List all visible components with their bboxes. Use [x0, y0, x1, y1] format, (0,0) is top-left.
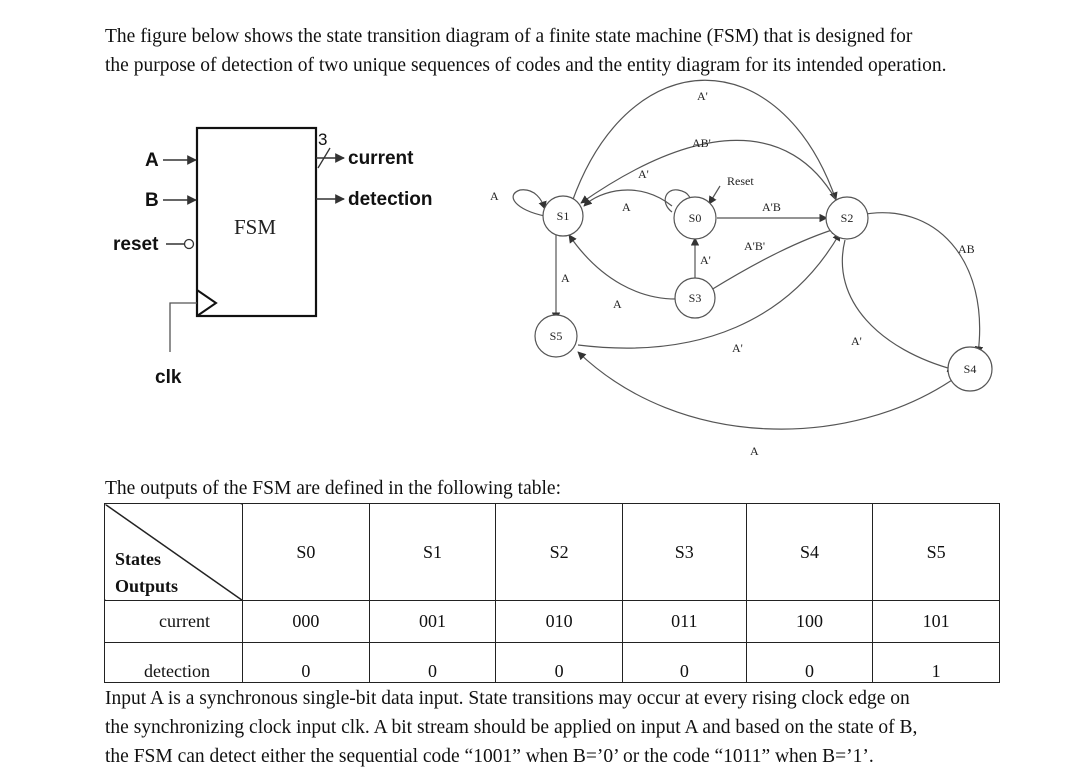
- intro-line-1: The figure below shows the state transit…: [105, 26, 913, 47]
- header-state-s2: S2: [495, 503, 623, 601]
- row-label-detection: detection: [104, 642, 243, 683]
- label-reset: Reset: [727, 174, 754, 188]
- state-labels: S1 S0 S2 S3 S5 S4: [550, 209, 977, 376]
- state-diagram: [512, 79, 993, 430]
- input-reset-label: reset: [113, 234, 159, 255]
- label-s0-s1: A': [638, 167, 649, 181]
- transition-s5-s2: [577, 232, 841, 349]
- bus-slash: [317, 147, 331, 169]
- cell-current-s5: 101: [872, 600, 1000, 643]
- bus-width-label: 3: [318, 130, 327, 149]
- transition-s1-s2-top: [571, 79, 838, 203]
- table-header-row: States Outputs S0 S1 S2 S3 S4 S5: [104, 503, 1000, 601]
- input-a-label: A: [145, 150, 159, 171]
- transition-s2-s4-lower: [841, 239, 956, 373]
- corner-outputs-label: Outputs: [115, 576, 179, 596]
- outro-line-1: Input A is a synchronous single-bit data…: [105, 688, 910, 709]
- transition-s2-s4: [859, 212, 984, 355]
- label-s2-s1: AB': [692, 136, 711, 150]
- table-caption: The outputs of the FSM are defined in th…: [105, 478, 561, 499]
- cell-detection-s5: 1: [872, 642, 1000, 683]
- reset-arrow: [708, 185, 721, 205]
- state-s5: [534, 314, 578, 358]
- cell-detection-s2: 0: [495, 642, 623, 683]
- state-label-s3: S3: [689, 291, 702, 305]
- state-label-s4: S4: [964, 362, 977, 376]
- state-label-s0: S0: [689, 211, 702, 225]
- transition-labels: A' AB' A' A A Reset A'B A'B' A' A A A' A…: [490, 89, 975, 458]
- cell-detection-s3: 0: [621, 642, 747, 683]
- corner-states-label: States: [115, 549, 161, 569]
- transition-s3-s2: [710, 226, 839, 291]
- transition-s4-s5: [577, 351, 956, 430]
- state-s4: [947, 346, 993, 392]
- outro-paragraph: Input A is a synchronous single-bit data…: [105, 684, 985, 771]
- label-s2-s4-lower: A': [851, 334, 862, 348]
- cell-detection-s0: 0: [242, 642, 370, 683]
- state-s1: [542, 195, 584, 237]
- label-s2-s4: AB: [958, 242, 975, 256]
- state-s2: [825, 196, 869, 240]
- label-s3-s0: A': [700, 253, 711, 267]
- cell-current-s1: 001: [368, 600, 497, 643]
- cell-detection-s4: 0: [745, 642, 874, 683]
- figure: FSM A B reset clk 3 current detection: [113, 79, 993, 458]
- label-s3-s1: A: [613, 297, 622, 311]
- self-loop-s1: [512, 189, 547, 217]
- outro-line-2: the synchronizing clock input clk. A bit…: [105, 717, 918, 738]
- intro-line-2: the purpose of detection of two unique s…: [105, 55, 947, 76]
- header-state-s3: S3: [621, 503, 747, 601]
- label-s0-s1-lower: A: [622, 200, 631, 214]
- fsm-block-label: FSM: [234, 215, 276, 239]
- state-label-s2: S2: [841, 211, 854, 225]
- label-s0-s2: A'B: [762, 200, 781, 214]
- label-s1-self: A: [490, 189, 499, 203]
- transition-s3-s1: [568, 234, 680, 300]
- cell-current-s3: 011: [621, 600, 747, 643]
- table-row-detection: detection 0 0 0 0 0 1: [104, 642, 1000, 683]
- clock-edge-symbol: [196, 289, 218, 317]
- header-state-s4: S4: [745, 503, 874, 601]
- fsm-block: [195, 126, 318, 318]
- label-s3-s2: A'B': [744, 239, 765, 253]
- header-state-s1: S1: [368, 503, 497, 601]
- state-s0: [673, 196, 717, 240]
- table-corner-cell: States Outputs: [104, 503, 243, 601]
- output-detection-label: detection: [348, 189, 432, 210]
- intro-paragraph: The figure below shows the state transit…: [105, 22, 985, 80]
- outputs-table: States Outputs S0 S1 S2 S3 S4 S5 current…: [104, 503, 1000, 683]
- header-state-s0: S0: [242, 503, 370, 601]
- input-b-label: B: [145, 190, 159, 211]
- transition-s0-s1: [583, 189, 673, 207]
- state-label-s5: S5: [550, 329, 563, 343]
- clk-wire: [169, 302, 197, 352]
- label-s4-s5: A: [750, 444, 759, 458]
- table-row-current: current 000 001 010 011 100 101: [104, 600, 1000, 643]
- state-s3: [674, 277, 716, 319]
- input-clk-label: clk: [155, 367, 182, 388]
- label-s1-s5: A: [561, 271, 570, 285]
- cell-current-s4: 100: [745, 600, 874, 643]
- output-current-label: current: [348, 148, 414, 169]
- label-s1-s2-top: A': [697, 89, 708, 103]
- label-s5-s2: A': [732, 341, 743, 355]
- cell-current-s0: 000: [242, 600, 370, 643]
- reset-inversion-bubble: [183, 238, 195, 250]
- state-label-s1: S1: [557, 209, 570, 223]
- entity-diagram: FSM A B reset clk 3 current detection: [113, 126, 432, 388]
- cell-detection-s1: 0: [368, 642, 497, 683]
- transition-s2-s1: [580, 139, 837, 204]
- cell-current-s2: 010: [495, 600, 623, 643]
- outro-line-3: the FSM can detect either the sequential…: [105, 746, 874, 767]
- header-state-s5: S5: [872, 503, 1000, 601]
- row-label-current: current: [104, 600, 243, 643]
